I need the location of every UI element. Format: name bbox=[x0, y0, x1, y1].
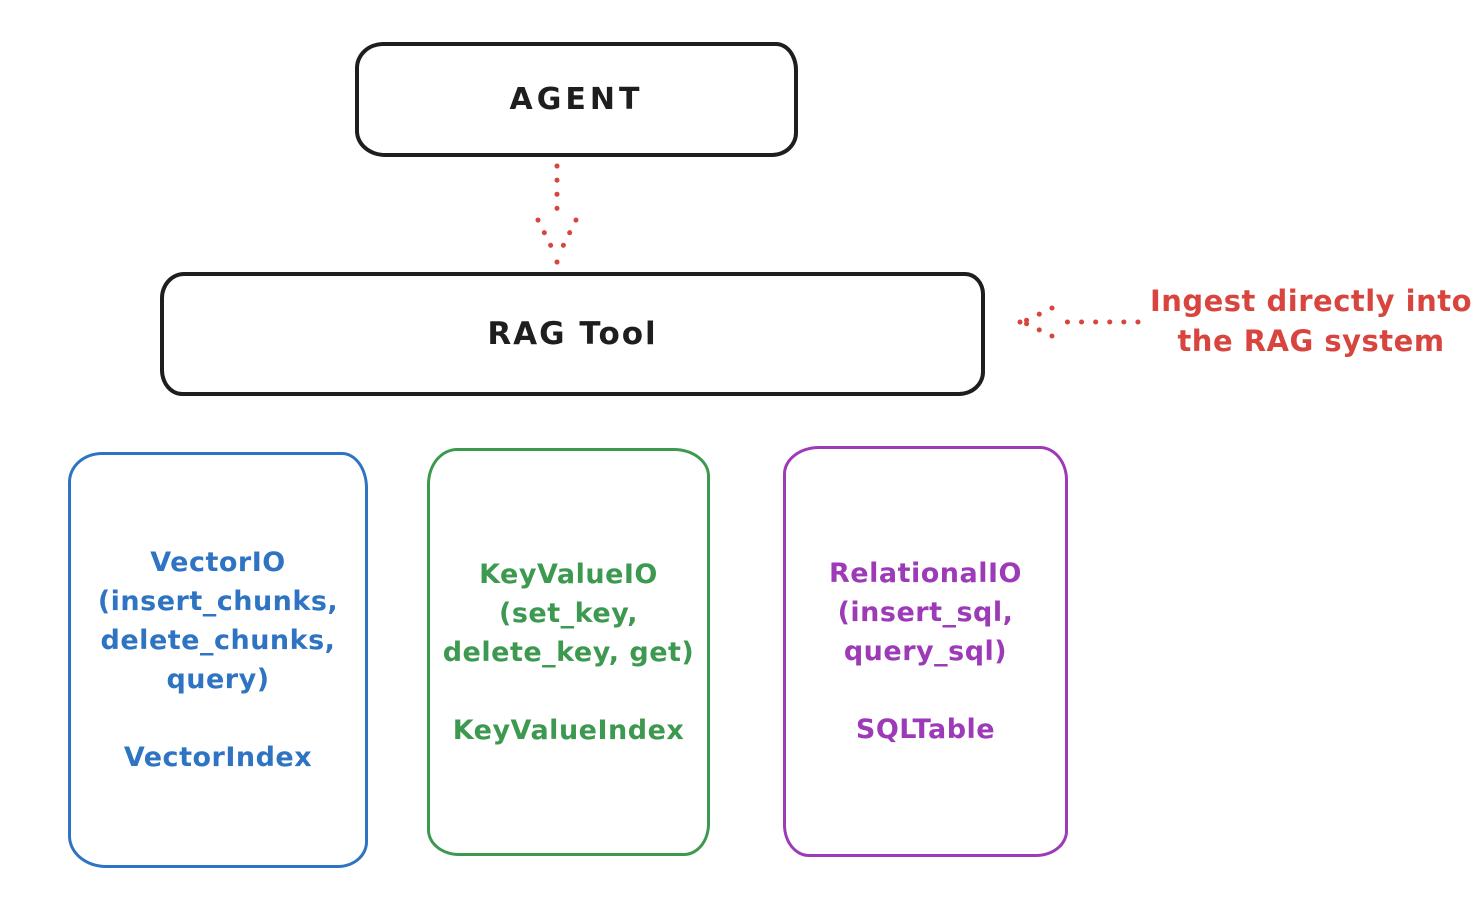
keyvalue-io-line: KeyValueIO bbox=[479, 558, 658, 590]
module-box-vector-io: VectorIO (insert_chunks, delete_chunks, … bbox=[68, 452, 368, 868]
dotted-arrow-left-icon bbox=[1017, 305, 1141, 339]
relational-io-methods: RelationalIO (insert_sql, query_sql) bbox=[829, 554, 1022, 671]
ingest-annotation-line1: Ingest directly into bbox=[1149, 284, 1473, 318]
keyvalue-io-methods: KeyValueIO (set_key, delete_key, get) bbox=[443, 555, 695, 672]
vector-io-line: VectorIO bbox=[150, 547, 286, 578]
agent-label: AGENT bbox=[509, 82, 644, 117]
relational-io-line: (insert_sql, bbox=[837, 597, 1014, 628]
keyvalue-index-label: KeyValueIndex bbox=[452, 714, 685, 746]
module-text-relational-io: RelationalIO (insert_sql, query_sql) SQL… bbox=[786, 449, 1065, 854]
dotted-arrow-down-icon bbox=[535, 163, 579, 265]
vector-io-methods: VectorIO (insert_chunks, delete_chunks, … bbox=[98, 543, 338, 699]
vector-io-line: query) bbox=[166, 664, 270, 695]
keyvalue-io-line: delete_key, get) bbox=[442, 636, 695, 668]
keyvalue-io-line: (set_key, bbox=[499, 597, 638, 629]
agent-box: AGENT bbox=[355, 42, 798, 157]
vector-io-line: delete_chunks, bbox=[100, 625, 336, 656]
module-box-relational-io: RelationalIO (insert_sql, query_sql) SQL… bbox=[783, 446, 1068, 857]
module-text-keyvalue-io: KeyValueIO (set_key, delete_key, get) Ke… bbox=[430, 451, 707, 853]
module-text-vector-io: VectorIO (insert_chunks, delete_chunks, … bbox=[71, 455, 365, 865]
rag-tool-label: RAG Tool bbox=[487, 316, 658, 352]
vector-io-line: (insert_chunks, bbox=[97, 586, 339, 617]
relational-io-line: query_sql) bbox=[843, 636, 1008, 667]
ingest-annotation: Ingest directly into the RAG system bbox=[1138, 281, 1484, 361]
relational-io-line: RelationalIO bbox=[829, 558, 1022, 589]
module-box-keyvalue-io: KeyValueIO (set_key, delete_key, get) Ke… bbox=[427, 448, 710, 856]
sql-table-label: SQLTable bbox=[855, 714, 996, 745]
vector-index-label: VectorIndex bbox=[123, 742, 313, 773]
ingest-annotation-line2: the RAG system bbox=[1177, 324, 1445, 358]
rag-tool-box: RAG Tool bbox=[160, 272, 985, 396]
